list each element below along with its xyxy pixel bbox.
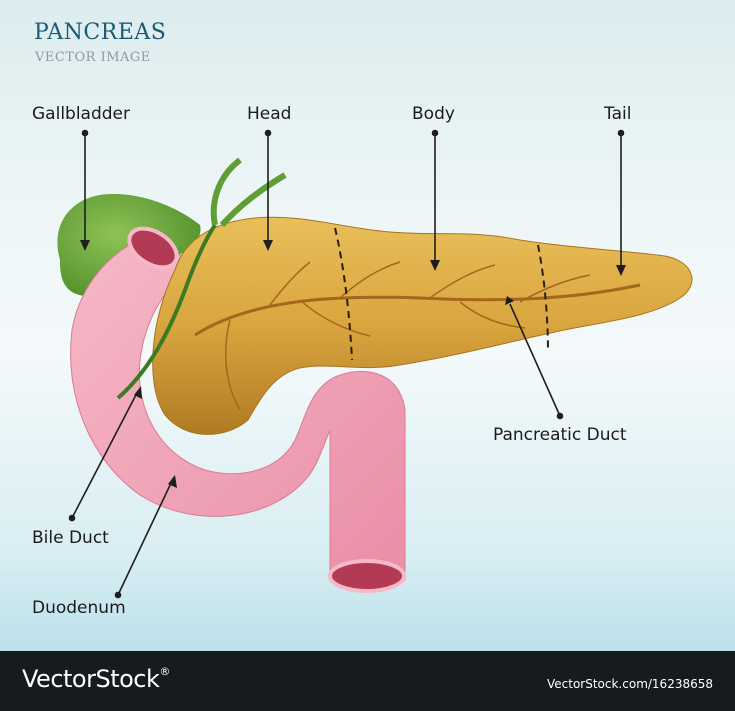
vectorstock-logo: VectorStock® [22,665,170,693]
footer-bar: VectorStock® VectorStock.com/16238658 [0,651,735,711]
label-pancreatic-duct: Pancreatic Duct [493,425,627,445]
pancreas-shape [153,217,692,434]
anatomy-illustration [0,0,735,651]
stock-id: VectorStock.com/16238658 [547,677,713,691]
label-tail: Tail [604,104,631,124]
vectorstock-logo-text: VectorStock [22,665,159,693]
label-gallbladder: Gallbladder [32,104,130,124]
label-bile-duct: Bile Duct [32,528,109,548]
label-duodenum: Duodenum [32,598,126,618]
registered-mark: ® [159,665,170,678]
label-body: Body [412,104,455,124]
duodenum-lower-opening [330,561,404,591]
label-head: Head [247,104,291,124]
bile-duct-upper-a [214,160,240,225]
